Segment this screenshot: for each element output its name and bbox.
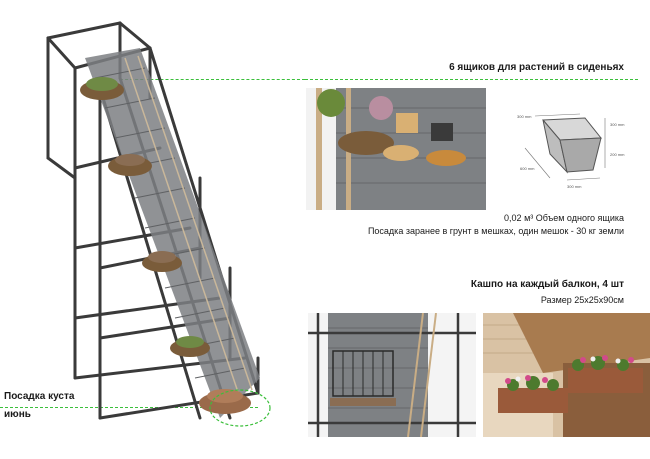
bush-planting-month: июнь xyxy=(4,409,31,420)
bush-planting-label: Посадка куста xyxy=(4,391,75,402)
box-volume-text: 0,02 м³ Объем одного ящика xyxy=(504,213,624,223)
dim-label-5: 300 mm xyxy=(567,184,582,189)
scaffold-staircase-illustration xyxy=(46,21,271,427)
seat-boxes-title: 6 ящиков для растений в сиденьях xyxy=(449,62,624,73)
planter-box-dimensions-diagram: 300 mm 300 mm 200 mm 600 mm 300 mm xyxy=(517,113,625,189)
dim-label-4: 600 mm xyxy=(520,166,535,171)
planter-size-text: Размер 25х25х90см xyxy=(540,295,624,305)
planting-note-text: Посадка заранее в грунт в мешках, один м… xyxy=(367,226,624,236)
dim-label-3: 200 mm xyxy=(610,152,625,157)
seat-planters-photo xyxy=(306,88,486,210)
balcony-railing-photo xyxy=(308,313,476,437)
dashed-guide-top-left xyxy=(120,79,305,80)
dim-label-1: 300 mm xyxy=(517,114,532,119)
balcony-flower-boxes-photo xyxy=(483,313,650,437)
planter-title: Кашпо на каждый балкон, 4 шт xyxy=(470,279,624,290)
dashed-guide-top-right xyxy=(305,79,638,80)
dashed-guide-bottom xyxy=(0,407,258,408)
dim-label-2: 300 mm xyxy=(610,122,625,127)
